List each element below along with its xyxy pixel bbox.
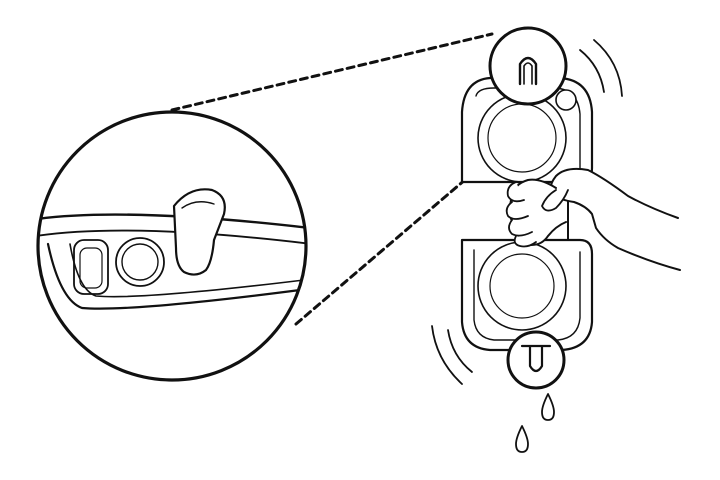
thumb xyxy=(541,189,569,212)
zoom-leader-upper xyxy=(170,32,494,112)
finger-1 xyxy=(506,181,525,203)
shake-arc-bottom-left-2 xyxy=(431,325,463,385)
zoomed-case-bottom-edge xyxy=(46,242,302,310)
bottom-drain-callout xyxy=(506,330,566,390)
zoomed-latch-bump xyxy=(172,188,226,276)
magnified-detail xyxy=(36,110,308,382)
finger-4 xyxy=(513,235,537,248)
hand xyxy=(505,167,681,271)
top-latch-slot-icon xyxy=(518,56,538,86)
zoomed-latch-ridge xyxy=(181,201,215,209)
zoomed-slot-left-inner xyxy=(79,247,103,289)
water-droplets xyxy=(515,393,555,453)
shake-arc-bottom-left-1 xyxy=(447,329,473,373)
zoomed-case-rim-outer xyxy=(38,213,306,230)
case-corner-knob xyxy=(555,89,577,111)
device-case-lower-outline xyxy=(460,238,594,352)
finger-2 xyxy=(505,201,529,220)
zoomed-case-bottom-inner xyxy=(69,243,305,298)
zoomed-port-outer xyxy=(115,237,165,287)
zoomed-slot-left xyxy=(73,239,109,295)
magnifier-circle-border xyxy=(36,110,308,382)
finger-3 xyxy=(508,219,533,237)
device-case xyxy=(460,76,594,352)
zoomed-port-inner xyxy=(121,243,159,281)
magnified-content xyxy=(38,188,306,310)
zoomed-case-rim-inner xyxy=(38,229,306,245)
top-latch-callout xyxy=(488,26,568,106)
zoom-leader-lines xyxy=(170,32,570,326)
drain-tab-icon xyxy=(520,344,552,373)
shake-arc-top-right-1 xyxy=(579,49,605,93)
lower-chamber-ring-inner xyxy=(489,253,555,319)
magnifier-background xyxy=(38,112,306,380)
shake-motion-marks xyxy=(431,39,623,385)
shake-arc-top-right-2 xyxy=(593,39,623,97)
bottom-callout-circle xyxy=(506,330,566,390)
top-latch-slot-inner xyxy=(523,62,533,85)
zoom-leader-lower xyxy=(294,90,570,326)
droplet-upper-icon xyxy=(541,393,555,421)
top-callout-circle xyxy=(488,26,568,106)
droplet-lower-icon xyxy=(515,425,529,453)
